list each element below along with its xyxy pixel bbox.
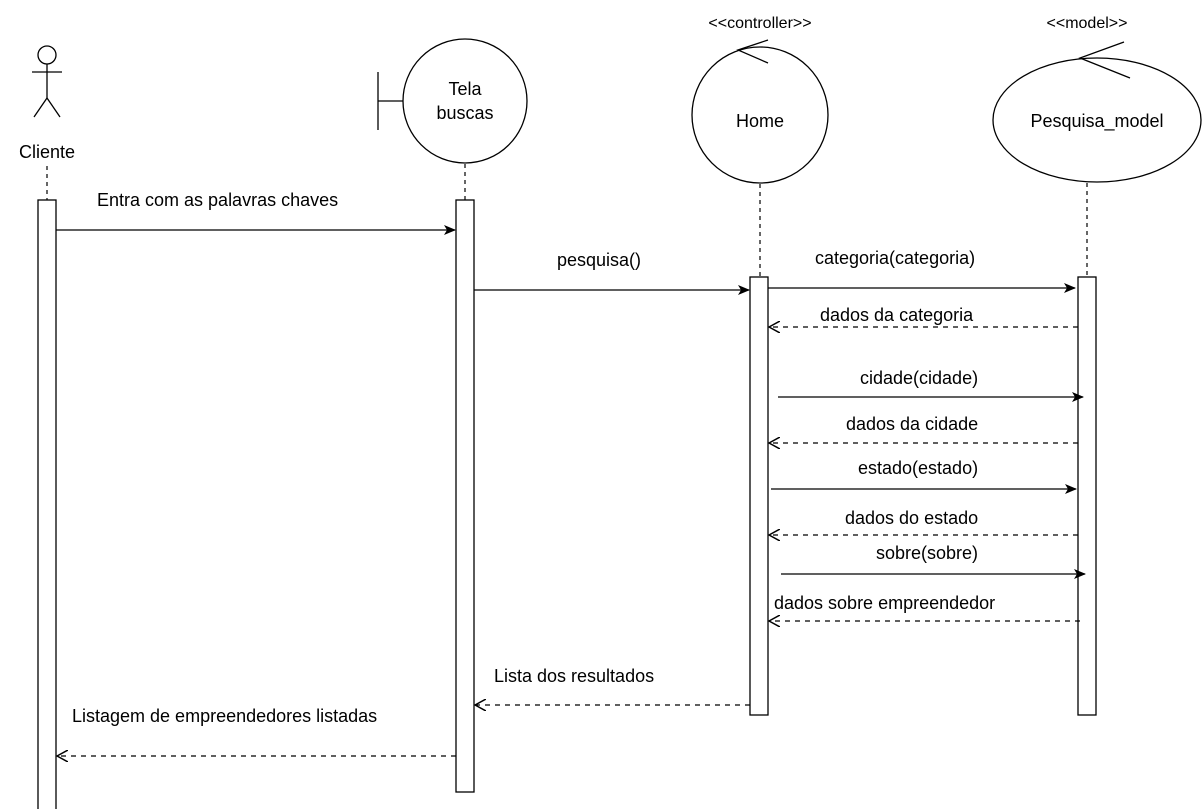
message-label: dados sobre empreendedor xyxy=(774,593,995,613)
message-label: dados da cidade xyxy=(846,414,978,434)
actor-label: Cliente xyxy=(19,142,75,162)
boundary-tela-buscas: Tela buscas xyxy=(377,38,528,164)
message-label: dados da categoria xyxy=(820,305,974,325)
message-label: sobre(sobre) xyxy=(876,543,978,563)
boundary-icon xyxy=(377,38,528,164)
actor-cliente: Cliente xyxy=(19,45,75,162)
controller-home: <<controller>> Home xyxy=(691,15,829,184)
message-label: Lista dos resultados xyxy=(494,666,654,686)
boundary-label-line2: buscas xyxy=(436,103,493,123)
message-label: pesquisa() xyxy=(557,250,641,270)
controller-label: Home xyxy=(736,111,784,131)
actor-icon xyxy=(32,45,62,118)
activations xyxy=(37,199,1097,809)
activation-home xyxy=(749,276,769,716)
model-pesquisa: <<model>> Pesquisa_model xyxy=(992,15,1202,183)
activation-cliente xyxy=(37,199,57,809)
message-label: Entra com as palavras chaves xyxy=(97,190,338,210)
message-label: Listagem de empreendedores listadas xyxy=(72,706,377,726)
model-stereotype: <<model>> xyxy=(1047,15,1128,32)
entity-icon xyxy=(992,41,1202,183)
lifelines xyxy=(46,164,1088,277)
message-label: dados do estado xyxy=(845,508,978,528)
activation-tela xyxy=(455,199,475,793)
controller-stereotype: <<controller>> xyxy=(708,15,811,32)
controller-icon xyxy=(691,39,829,184)
model-label: Pesquisa_model xyxy=(1030,111,1163,132)
message-label: categoria(categoria) xyxy=(815,248,975,268)
boundary-label-line1: Tela xyxy=(448,79,482,99)
message-label: estado(estado) xyxy=(858,458,978,478)
messages: Entra com as palavras chaves pesquisa() … xyxy=(56,190,1086,756)
message-label: cidade(cidade) xyxy=(860,368,978,388)
activation-model xyxy=(1077,276,1097,716)
